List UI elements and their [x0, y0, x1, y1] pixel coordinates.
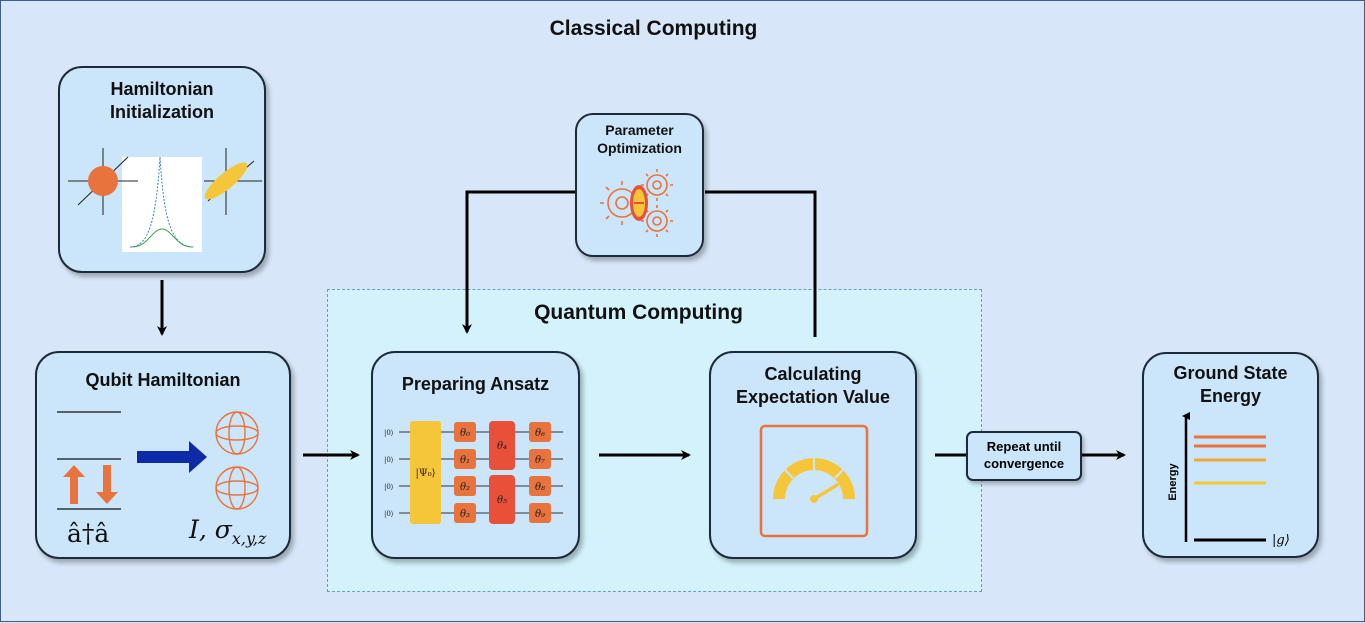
theta-two-qubit-gate [489, 421, 515, 470]
qubit-hamiltonian-title: Qubit Hamiltonian [85, 370, 241, 390]
theta-label: θ₃ [460, 509, 470, 520]
theta-gate [454, 476, 476, 496]
theta-gate [454, 503, 476, 523]
pauli-operator-subscript: x,y,z [231, 529, 267, 548]
ket-label: |0⟩ [384, 456, 394, 464]
ket-label: |0⟩ [384, 429, 394, 437]
hamiltonian-initialization-box: Hamiltonian Initialization [58, 66, 266, 273]
parameter-optimization-box: Parameter Optimization [575, 113, 704, 257]
quantum-computing-title: Quantum Computing [534, 301, 743, 324]
theta-gate [529, 503, 551, 523]
gauge-icon [759, 424, 869, 538]
fermion-operator-label: â†â [67, 519, 110, 548]
preparing-ansatz-title: Preparing Ansatz [401, 374, 550, 394]
theta-label: θ₀ [460, 428, 470, 439]
energy-axis-label: Energy [1167, 462, 1179, 500]
pauli-operator-main: I, σ [189, 515, 232, 544]
repeat-until-convergence-box: Repeat until convergence [966, 431, 1082, 481]
psi0-gate [410, 421, 441, 524]
gears-icon [600, 169, 673, 237]
arrow-optimizer-to-ansatz [462, 190, 575, 334]
theta-gate [529, 422, 551, 442]
qubit-mapping-illustration [57, 411, 259, 510]
theta-label: θ₅ [497, 495, 507, 506]
theta-gate [454, 449, 476, 469]
ket-label: |0⟩ [384, 483, 394, 491]
ansatz-circuit: |0⟩ |0⟩ |0⟩ |0⟩ |Ψ₀⟩ θ₀ θ₁ θ₂ θ₃ θ₆ θ₇ θ₈ θ₉ θ₄ θ₅ [384, 421, 563, 524]
theta-label: θ₂ [460, 482, 470, 493]
repeat-until-convergence-label: Repeat until convergence [983, 439, 1065, 471]
energy-levels-diagram: Energy |g⟩ [1167, 412, 1290, 548]
psi0-label: |Ψ₀⟩ [415, 468, 435, 479]
preparing-ansatz-box: Preparing Ansatz |0⟩ |0⟩ |0⟩ |0⟩ |Ψ₀⟩ θ₀ θ₁ θ₂ θ… [371, 351, 580, 559]
theta-gate [529, 476, 551, 496]
ground-state-energy-box: Ground State Energy Energy |g⟩ [1142, 352, 1319, 558]
qubit-hamiltonian-box: Qubit Hamiltonian â†â I, σx,y,z [35, 351, 291, 559]
theta-label: θ₈ [535, 482, 545, 493]
theta-label: θ₇ [535, 455, 545, 466]
expectation-value-title: Calculating Expectation Value [735, 364, 891, 407]
theta-gate [529, 449, 551, 469]
classical-computing-title: Classical Computing [549, 17, 758, 40]
theta-gate [454, 422, 476, 442]
ground-state-energy-title: Ground State Energy [1173, 363, 1288, 406]
orbital-illustration [68, 148, 262, 252]
ket-label: |0⟩ [384, 510, 394, 518]
pauli-operator-label: I, σx,y,z [189, 515, 266, 548]
parameter-optimization-title: Parameter Optimization [597, 122, 682, 156]
theta-label: θ₉ [535, 509, 545, 520]
theta-label: θ₄ [497, 441, 507, 452]
feedback-to-optimizer [705, 190, 817, 337]
hamiltonian-initialization-title: Hamiltonian Initialization [109, 79, 214, 122]
ground-state-ket: |g⟩ [1272, 533, 1290, 548]
theta-label: θ₁ [460, 455, 470, 466]
theta-label: θ₆ [535, 428, 545, 439]
theta-two-qubit-gate [489, 475, 515, 524]
expectation-value-box: Calculating Expectation Value [709, 351, 917, 559]
